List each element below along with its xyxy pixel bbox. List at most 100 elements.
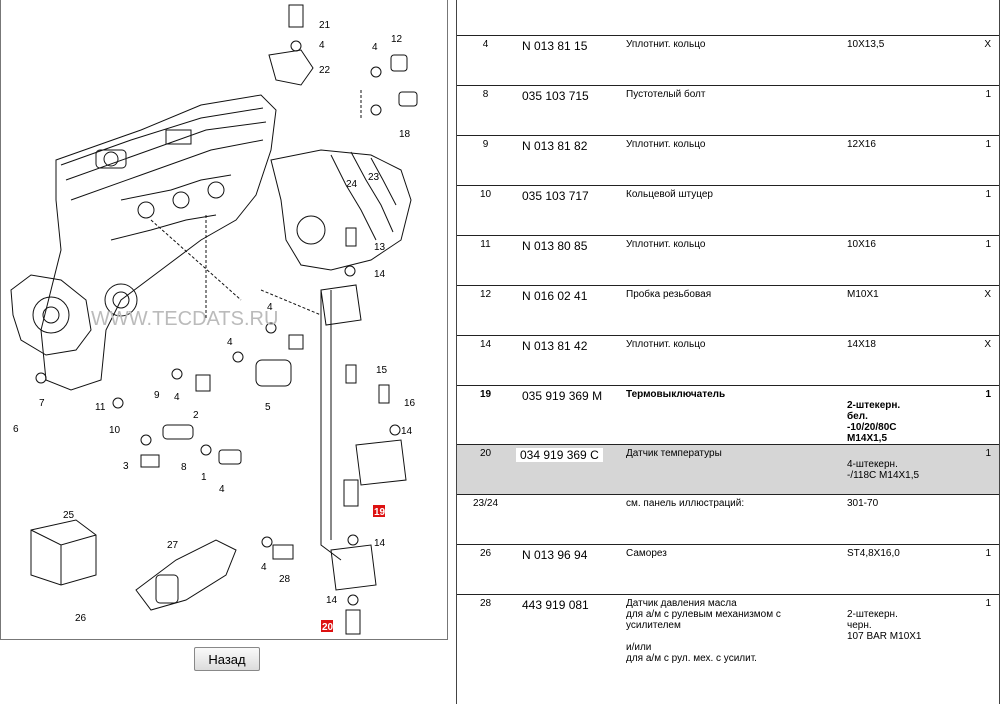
part-name-cell: Термовыключатель	[622, 385, 844, 445]
part-note-cell: 12X16	[844, 135, 964, 186]
callout-28: 28	[279, 574, 291, 585]
part-name-cell: Пустотелый болт	[622, 85, 844, 136]
part-note-cell: 301-70	[844, 494, 964, 545]
part-number-cell: N 016 02 41	[514, 285, 622, 336]
callout-21: 21	[319, 20, 331, 31]
quantity-cell: 1	[964, 185, 999, 236]
callout-5: 5	[265, 402, 271, 413]
part-number: 034 919 369 C	[516, 448, 603, 462]
callout-16: 16	[404, 398, 416, 409]
callout-14: 14	[401, 426, 413, 437]
back-button[interactable]: Назад	[194, 647, 260, 671]
part-number-cell: 035 103 717	[514, 185, 622, 236]
part-note-cell	[844, 85, 964, 136]
callout-23: 23	[368, 172, 380, 183]
callout-1: 1	[201, 472, 207, 483]
watermark: WWW.TECDATS.RU	[91, 308, 278, 330]
callout-12: 12	[391, 34, 403, 45]
engine-illustration: WWW.TECDATS.RU 21 4 22 4 12 18 24 23 13 …	[10, 4, 418, 635]
position-cell: 14	[457, 335, 514, 386]
callout-3: 3	[123, 461, 129, 472]
position-cell: 8	[457, 85, 514, 136]
quantity-cell: 1	[964, 444, 999, 495]
part-number-cell: N 013 81 42	[514, 335, 622, 386]
quantity-cell	[964, 494, 999, 545]
callout-14: 14	[374, 538, 386, 549]
callout-18: 18	[399, 129, 411, 140]
quantity-cell: 1	[964, 544, 999, 595]
quantity-cell: 1	[964, 235, 999, 286]
callout-25: 25	[63, 510, 75, 521]
position-cell: 10	[457, 185, 514, 236]
callout-11: 11	[95, 402, 106, 413]
callout-4: 4	[219, 484, 225, 495]
position-cell: 4	[457, 35, 514, 86]
callout-24: 24	[346, 179, 358, 190]
part-number: N 013 80 85	[522, 239, 588, 253]
part-number: 035 919 369 M	[522, 389, 603, 403]
part-note-cell: ST4,8X16,0	[844, 544, 964, 595]
callout-7: 7	[39, 398, 45, 409]
part-number-cell: N 013 96 94	[514, 544, 622, 595]
part-note-cell: 14X18	[844, 335, 964, 386]
callout-19-highlight[interactable]	[373, 505, 385, 517]
callout-4: 4	[261, 562, 267, 573]
callout-4: 4	[372, 42, 378, 53]
part-note-cell	[844, 185, 964, 236]
callout-14: 14	[374, 269, 386, 280]
quantity-cell: 1	[964, 385, 999, 445]
part-number: N 013 81 15	[522, 39, 588, 53]
callout-15: 15	[376, 365, 388, 376]
position-cell: 12	[457, 285, 514, 336]
exploded-diagram: WWW.TECDATS.RU 21 4 22 4 12 18 24 23 13 …	[0, 0, 448, 640]
part-number-cell: 035 103 715	[514, 85, 622, 136]
callout-8: 8	[181, 462, 187, 473]
callout-13: 13	[374, 242, 386, 253]
part-note-cell: 2-штекерн.черн.107 BAR M10X1	[844, 594, 964, 664]
part-number-cell: N 013 80 85	[514, 235, 622, 286]
position-cell: 9	[457, 135, 514, 186]
part-number: N 013 81 82	[522, 139, 588, 153]
callout-14: 14	[326, 595, 338, 606]
part-number-cell	[514, 494, 622, 545]
callout-20[interactable]: 20	[322, 622, 334, 633]
callout-22: 22	[319, 65, 331, 76]
position-cell: 28	[457, 594, 514, 664]
part-note-cell: M10X1	[844, 285, 964, 336]
quantity-cell: X	[964, 285, 999, 336]
part-name-cell: Саморез	[622, 544, 844, 595]
part-name-cell: Кольцевой штуцер	[622, 185, 844, 236]
position-cell: 19	[457, 385, 514, 445]
part-note-cell: 4-штекерн.-/118C M14X1,5	[844, 444, 964, 495]
part-note-cell: 10X16	[844, 235, 964, 286]
callout-4: 4	[227, 337, 233, 348]
callout-4: 4	[174, 392, 180, 403]
part-name-cell: Уплотнит. кольцо	[622, 335, 844, 386]
callout-19[interactable]: 19	[374, 507, 386, 518]
part-name-cell: Пробка резьбовая	[622, 285, 844, 336]
callout-20-highlight[interactable]	[321, 620, 333, 632]
quantity-cell: 1	[964, 594, 999, 664]
diagram-panel: WWW.TECDATS.RU 21 4 22 4 12 18 24 23 13 …	[0, 0, 456, 704]
callout-27: 27	[167, 540, 179, 551]
quantity-cell: 1	[964, 135, 999, 186]
part-number-cell: 035 919 369 M	[514, 385, 622, 445]
callout-10: 10	[109, 425, 121, 436]
part-number-cell: 443 919 081	[514, 594, 622, 664]
position-cell: 23/24	[457, 494, 514, 545]
part-number: N 013 96 94	[522, 548, 588, 562]
part-number-cell: 034 919 369 C	[514, 444, 622, 495]
